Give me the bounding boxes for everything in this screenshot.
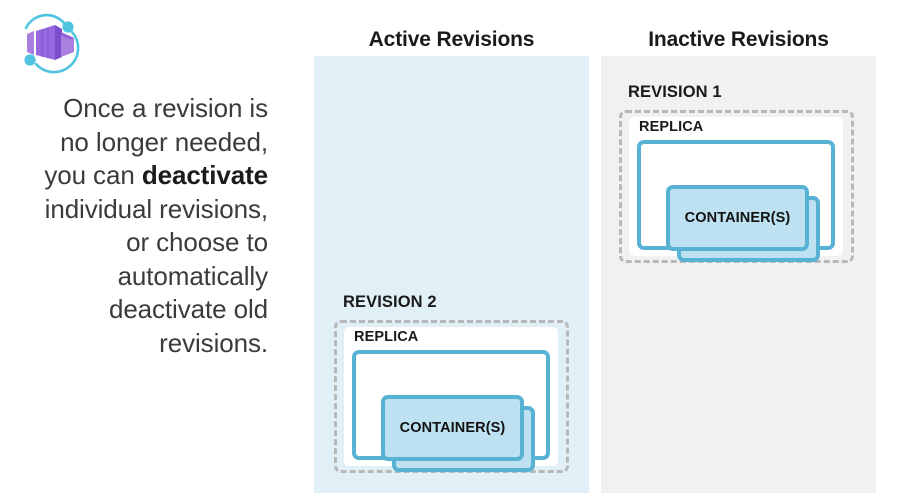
revision-2-replica-frame: CONTAINER(S) [352, 350, 550, 472]
revision-1-replica-group: REPLICA CONTAINER(S) [629, 117, 843, 262]
revision-2-label: REVISION 2 [343, 293, 437, 311]
description-emphasis-deactivate: deactivate [141, 160, 268, 190]
explanation-column: Once a revision is no longer needed, you… [0, 0, 290, 501]
azure-container-apps-logo-icon [14, 12, 84, 74]
active-revisions-heading: Active Revisions [368, 28, 535, 51]
description-line-7: deactivate old [108, 294, 268, 324]
description-line-1: Once a revision is [63, 93, 268, 123]
revision-1-container-label: CONTAINER(S) [684, 210, 791, 226]
revision-1-replica-frame: CONTAINER(S) [637, 140, 835, 262]
revision-2-container-front: CONTAINER(S) [381, 395, 524, 461]
description-line-6: automatically [117, 260, 269, 291]
revision-1-container-front: CONTAINER(S) [666, 185, 809, 251]
revision-group-active: REVISION 2 REPLICA CONTAINER(S) [334, 293, 569, 478]
inactive-revisions-heading: Inactive Revisions [648, 28, 829, 51]
description-line-8: revisions. [159, 327, 268, 358]
description-line-2: no longer needed, [60, 126, 268, 157]
revision-group-inactive: REVISION 1 REPLICA CONTAINER(S) [619, 83, 854, 268]
description-line-5: or choose to [126, 227, 268, 257]
revision-1-label: REVISION 1 [628, 83, 722, 101]
revision-1-replica-label: REPLICA [639, 119, 704, 135]
revision-2-container-label: CONTAINER(S) [399, 420, 506, 436]
description-paragraph: Once a revision is no longer needed, you… [0, 92, 268, 360]
description-line-3-prefix: you can [44, 160, 142, 190]
revision-2-replica-label: REPLICA [354, 329, 419, 345]
revision-2-replica-group: REPLICA CONTAINER(S) [344, 327, 558, 472]
description-line-4: individual revisions, [44, 193, 268, 224]
